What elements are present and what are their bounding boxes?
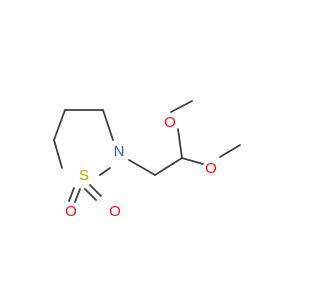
atom-o-methoxy-top-label: O: [164, 114, 176, 131]
atom-o-sulfonyl-left-label: O: [65, 203, 77, 220]
molecule-diagram: N S O O O O: [53, 100, 241, 220]
bond-ch2-s-ring: [53, 139, 63, 169]
atom-n-label: N: [114, 143, 125, 160]
structure-canvas: N S O O O O: [53, 100, 241, 220]
atom-o-methoxy-right-label: O: [205, 160, 217, 177]
bond-s-o-left-a: [68, 187, 75, 202]
bond-ch2-ch2-ring-left: [53, 109, 66, 141]
bond-ch2-ch: [154, 157, 183, 176]
bond-ch-o-right: [181, 157, 204, 165]
bond-s-n: [99, 167, 111, 176]
bond-o-top-ch3: [170, 100, 193, 113]
bond-s-o-right-b: [84, 188, 97, 201]
atom-label-layer: N S O O O O: [65, 114, 217, 220]
bond-s-o-right-a: [89, 184, 102, 197]
bond-ch-o-top: [177, 128, 183, 159]
bond-n-ch2-ring: [102, 109, 114, 141]
atom-o-sulfonyl-right-label: O: [109, 203, 121, 220]
bond-layer: [53, 100, 241, 203]
bond-s-o-left-b: [74, 188, 81, 203]
atom-s-label: S: [79, 167, 89, 184]
bond-o-right-ch3: [219, 144, 241, 158]
bond-n-ch2: [128, 159, 156, 176]
